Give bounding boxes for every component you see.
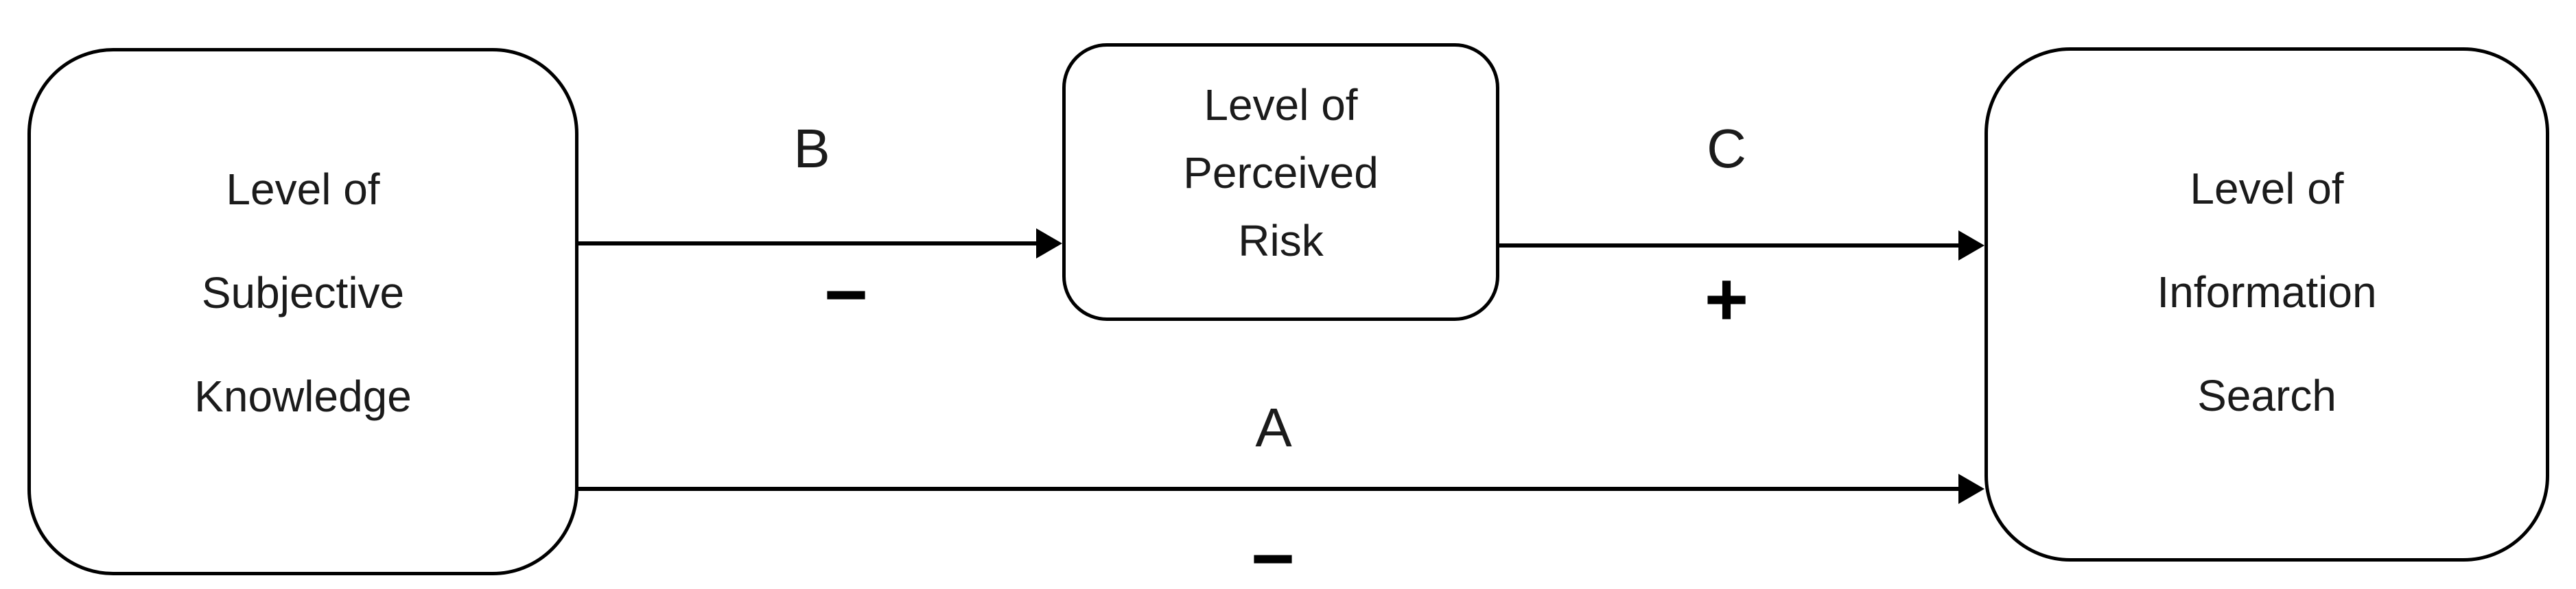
edge-b-line: [578, 241, 1038, 245]
edge-c-line: [1499, 243, 1960, 248]
node-text-line: Risk: [1238, 216, 1324, 265]
edge-a-sign: −: [1250, 516, 1296, 589]
edge-b-arrowhead-icon: [1036, 228, 1062, 259]
node-text-line: Subjective: [201, 268, 405, 317]
edge-a-arrowhead-icon: [1958, 474, 1984, 504]
node-text-line: Search: [2197, 370, 2337, 420]
node-perceived-risk: Level of Perceived Risk: [1062, 43, 1499, 321]
node-text-line: Level of: [226, 165, 380, 214]
node-subjective-knowledge: Level of Subjective Knowledge: [27, 48, 578, 575]
edge-c-sign: +: [1704, 257, 1749, 341]
edge-c-arrowhead-icon: [1958, 230, 1984, 261]
node-text-line: Information: [2157, 267, 2377, 317]
edge-a-label: A: [1255, 397, 1292, 458]
edge-a-line: [578, 487, 1960, 491]
node-text-line: Perceived: [1183, 148, 1379, 197]
node-information-search: Level of Information Search: [1984, 47, 2549, 562]
node-text-line: Knowledge: [194, 372, 412, 421]
node-text-line: Level of: [2190, 163, 2344, 213]
edge-b-label: B: [793, 118, 830, 179]
node-text-line: Level of: [1204, 80, 1358, 130]
edge-c-label: C: [1707, 118, 1746, 179]
edge-b-sign: −: [823, 252, 869, 337]
